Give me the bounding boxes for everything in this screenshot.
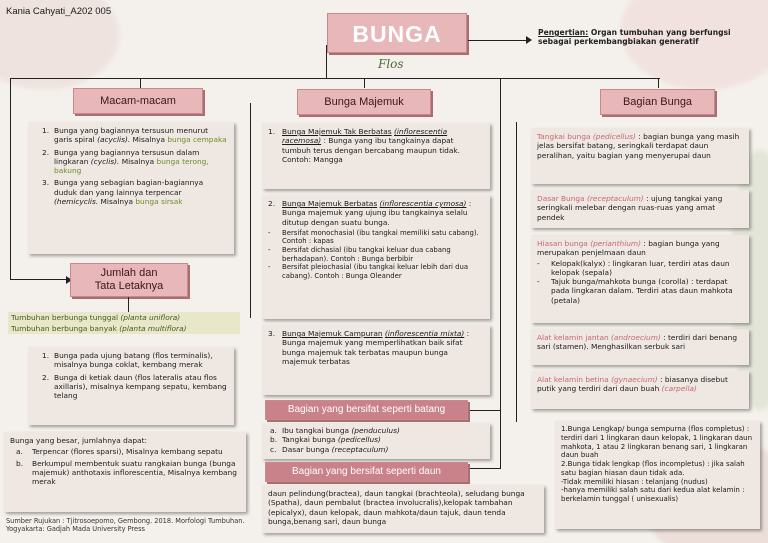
- definition-body: Organ tumbuhan yang berfungsi sebagai pe…: [538, 28, 731, 47]
- connector-to-majemuk: [364, 78, 365, 88]
- page-subtitle: Flos: [378, 57, 404, 71]
- besar-item: b.Berkumpul membentuk suatu rangkaian bu…: [16, 458, 237, 487]
- batang-item: b.Tangkai bunga (pedicellus): [270, 435, 381, 445]
- jumlah-heading: Jumlah dan Tata Letaknya: [70, 263, 188, 297]
- connector-to-jumlah: [10, 279, 68, 281]
- arrow-to-definition: [526, 36, 532, 44]
- batang-card: a.Ibu tangkai bunga (penduculus) b.Tangk…: [262, 423, 490, 459]
- cymosa-bullet: -Bersifat monochasial (ibu tangkai memil…: [268, 228, 479, 246]
- bagian-tangkai-card: Tangkai bunga (pedicellus) : bagian bung…: [531, 128, 749, 184]
- jumlah-position-card: 1.Bunga pada ujung batang (flos terminal…: [28, 347, 234, 425]
- connector-to-bagian: [658, 78, 659, 88]
- macam-item: 3. Bunga yang sebagian bagian-bagiannya …: [42, 178, 204, 206]
- source-citation: Sumber Rujukan : Tjitrosoepomo, Gembong.…: [6, 517, 245, 534]
- bagian-jantan-card: Alat kelamin jantan (androecium) : terdi…: [531, 329, 749, 365]
- bagian-hiasan-card: Hiasan bunga (perianthium) : bagian bung…: [531, 235, 749, 323]
- besar-item: a.Terpencar (flores sparsi), Misalnya ke…: [16, 447, 223, 457]
- bagian-betina-card: Alat kelamin betina (gynaecium) : biasan…: [531, 371, 749, 409]
- cymosa-bullet: -Bersifat pleiochasial (ibu tangkai kelu…: [268, 263, 469, 280]
- majemuk-card-1: 1. Bunga Majemuk Tak Berbatas (infloresc…: [262, 123, 490, 189]
- connector-title-left: [326, 45, 327, 79]
- definition-label: Pengertian:: [538, 28, 589, 37]
- position-item: 2.Bunga di ketiak daun (flos lateralis a…: [42, 372, 227, 401]
- connector-to-macam: [140, 78, 141, 88]
- bagian-dasar-card: Dasar Bunga (receptaculum) : ujung tangk…: [531, 190, 749, 228]
- macam-card: 1. Bunga yang bagiannya tersusun menurut…: [28, 122, 234, 254]
- majemuk-heading: Bunga Majemuk: [297, 89, 431, 115]
- hiasan-item: -Kelopak(kalyx) : lingkaran luar, terdir…: [537, 258, 730, 277]
- title-box: BUNGA: [327, 13, 467, 53]
- connector-main-horizontal: [10, 78, 660, 80]
- author-label: Kania Cahyati_A202 005: [6, 6, 112, 17]
- lengkap-text: 1.Bunga Lengkap/ bunga sempurna (flos co…: [561, 425, 753, 460]
- jumlah-tunggal: Tumbuhan berbunga tunggal (planta uniflo…: [8, 312, 240, 324]
- arrow-to-jumlah: [66, 276, 72, 284]
- position-item: 1.Bunga pada ujung batang (flos terminal…: [42, 351, 213, 370]
- macam-item: 2. Bunga yang bagiannya tersusun dalam l…: [42, 147, 209, 176]
- jumlah-banyak: Tumbuhan berbunga banyak (planta multifl…: [8, 323, 240, 335]
- batang-heading: Bagian yang bersifat seperti batang: [265, 400, 468, 420]
- daun-text: daun pelindung(bractea), daun tangkai (b…: [268, 489, 525, 526]
- tidak-lengkap-text: 2.Bunga tidak lengkap (flos incompletus)…: [561, 460, 745, 477]
- connector-bagian-left: [516, 122, 517, 422]
- majemuk-card-3: 3. Bunga Majemuk Campuran (inflorescenti…: [262, 325, 490, 395]
- majemuk-card-2: 2. Bunga Majemuk Berbatas (inflorescenti…: [262, 195, 490, 319]
- connector-majemuk-left: [250, 103, 251, 318]
- hiasan-item: -Tajuk bunga/mahkota bunga (corolla) : t…: [537, 277, 733, 305]
- bagian-heading: Bagian Bunga: [600, 89, 715, 115]
- tidak-lengkap-item: -Tidak memiliki hiasan : telanjang (nudu…: [561, 477, 708, 486]
- connector-center-vertical: [500, 78, 502, 468]
- definition-text: Pengertian: Organ tumbuhan yang berfungs…: [538, 28, 743, 47]
- besar-intro: Bunga yang besar, jumlahnya dapat:: [10, 436, 147, 445]
- cymosa-bullet: -Bersifat dichasial (ibu tangkai keluar …: [268, 246, 451, 263]
- connector-left-vertical: [10, 78, 12, 280]
- daun-heading: Bagian yang bersifat seperti daun: [265, 462, 468, 482]
- page-title: BUNGA: [352, 21, 442, 47]
- tidak-lengkap-item: -hanya memiliki salah satu dari kedua al…: [561, 486, 745, 503]
- connector-to-batang: [468, 410, 501, 411]
- macam-heading: Macam-macam: [73, 88, 203, 114]
- bagian-lengkap-card: 1.Bunga Lengkap/ bunga sempurna (flos co…: [555, 421, 760, 529]
- batang-item: c.Dasar bunga (receptaculum): [270, 444, 389, 454]
- connector-jumlah-down: [128, 297, 129, 312]
- connector-to-daun: [468, 468, 501, 469]
- jumlah-besar-card: Bunga yang besar, jumlahnya dapat: a.Ter…: [4, 432, 246, 512]
- connector-title-right: [468, 40, 528, 41]
- macam-item: 1. Bunga yang bagiannya tersusun menurut…: [42, 126, 227, 145]
- batang-item: a.Ibu tangkai bunga (penduculus): [270, 426, 400, 435]
- daun-card: daun pelindung(bractea), daun tangkai (b…: [262, 485, 544, 533]
